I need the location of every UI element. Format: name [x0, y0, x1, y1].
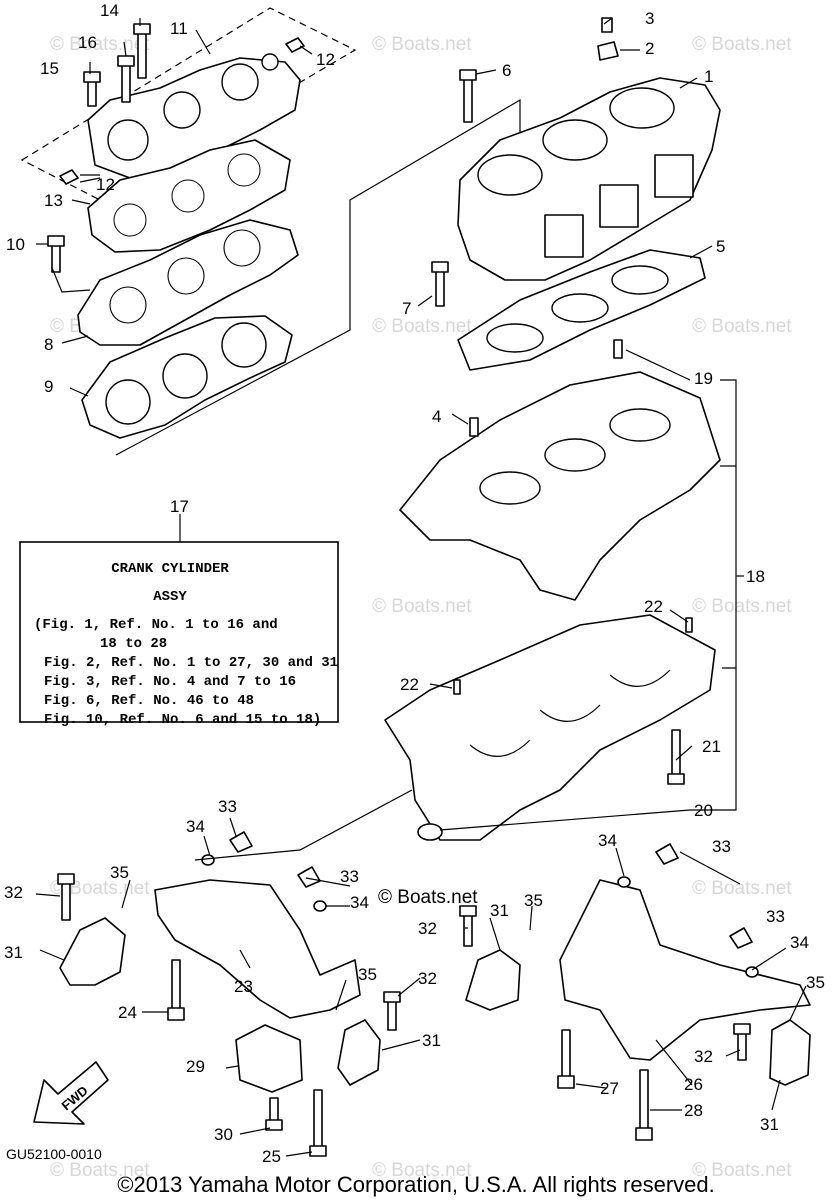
- assy-subtitle: ASSY: [153, 589, 187, 605]
- callout-label: 8: [44, 335, 53, 354]
- callout-label: 11: [170, 19, 188, 38]
- callout-label: 31: [4, 943, 23, 962]
- callout-label: 32: [4, 883, 23, 902]
- assy-line: (Fig. 1, Ref. No. 1 to 16 and: [34, 617, 278, 633]
- assy-title: CRANK CYLINDER: [111, 561, 229, 577]
- center-copyright: © Boats.net: [378, 887, 478, 908]
- callout-label: 9: [44, 377, 53, 396]
- callout-label: 1: [704, 67, 713, 86]
- callout-label: 22: [400, 675, 419, 694]
- callout-label: 35: [110, 863, 129, 882]
- callout-label: 22: [644, 597, 663, 616]
- callout-label: 26: [684, 1075, 703, 1094]
- callout-label: 23: [234, 977, 253, 996]
- callout-label: 18: [746, 567, 765, 586]
- callout-label: 32: [418, 969, 437, 988]
- front-engine-mount: [154, 879, 361, 1019]
- callout-label: 5: [716, 237, 725, 256]
- callout-label: 25: [262, 1147, 281, 1166]
- watermark: © Boats.net: [372, 316, 472, 337]
- watermark: © Boats.net: [692, 316, 792, 337]
- callout-label: 21: [702, 737, 721, 756]
- callout-label: 35: [524, 891, 543, 910]
- callout-label: 4: [432, 407, 441, 426]
- assy-line: Fig. 2, Ref. No. 1 to 27, 30 and 31: [44, 655, 338, 671]
- callout-label: 17: [170, 497, 189, 516]
- callout-label: 34: [350, 893, 369, 912]
- callout-label: 33: [712, 837, 731, 856]
- callout-label: 32: [694, 1047, 713, 1066]
- callout-label: 15: [40, 59, 59, 78]
- watermark: © Boats.net: [692, 34, 792, 55]
- callout-label: 35: [806, 973, 825, 992]
- cylinder-head: [77, 219, 299, 346]
- callout-label: 31: [422, 1031, 441, 1050]
- diagram-code: GU52100-0010: [6, 1146, 102, 1162]
- head-cover-gasket: [87, 139, 291, 253]
- callout-label: 19: [694, 369, 713, 388]
- watermark: © Boats.net: [372, 1160, 472, 1181]
- assy-line: Fig. 3, Ref. No. 4 and 7 to 16: [44, 674, 296, 690]
- assy-line: 18 to 28: [100, 636, 167, 652]
- callout-label: 27: [600, 1079, 619, 1098]
- callout-label: 16: [78, 33, 97, 52]
- watermark: © Boats.net: [692, 596, 792, 617]
- callout-label: 24: [118, 1003, 137, 1022]
- callout-label: 10: [6, 235, 25, 254]
- callout-label: 33: [340, 867, 359, 886]
- watermark: © Boats.net: [692, 878, 792, 899]
- rear-engine-mount: [559, 879, 811, 1061]
- callout-label: 3: [645, 9, 654, 28]
- callout-label: 7: [402, 299, 411, 318]
- callout-label: 2: [645, 39, 654, 58]
- callout-label: 34: [186, 817, 205, 836]
- callout-label: 28: [684, 1101, 703, 1120]
- callout-label: 6: [502, 61, 511, 80]
- cylinder-block: [457, 77, 721, 281]
- watermark: © Boats.net: [372, 596, 472, 617]
- assy-line: Fig. 10, Ref. No. 6 and 15 to 18): [44, 712, 321, 728]
- callout-label: 32: [418, 919, 437, 938]
- callout-label: 34: [790, 933, 809, 952]
- callout-label: 29: [186, 1057, 205, 1076]
- callout-label: 12: [316, 50, 335, 69]
- assy-info-box: CRANK CYLINDER ASSY (Fig. 1, Ref. No. 1 …: [19, 541, 339, 728]
- watermark: © Boats.net: [692, 1160, 792, 1181]
- lower-crankcase: [384, 614, 716, 841]
- callout-label: 14: [100, 1, 119, 20]
- watermark: © Boats.net: [372, 34, 472, 55]
- bolts-top-left: [47, 23, 151, 273]
- footer-copyright: ©2013 Yamaha Motor Corporation, U.S.A. A…: [117, 1172, 715, 1197]
- watermark: © Boats.net: [50, 34, 150, 55]
- callouts: 1 2 3 4 5 6 7 8 9 10 11 12 12 13 14 15 1…: [4, 1, 825, 1166]
- callout-label: 30: [214, 1125, 233, 1144]
- assy-line: Fig. 6, Ref. No. 46 to 48: [44, 693, 254, 709]
- callout-label: 33: [766, 907, 785, 926]
- callout-label: 31: [490, 901, 509, 920]
- callout-label: 33: [218, 797, 237, 816]
- callout-label: 31: [760, 1115, 779, 1134]
- callout-label: 34: [598, 831, 617, 850]
- callout-label: 13: [44, 191, 63, 210]
- mount-damper-29: [235, 1024, 303, 1093]
- watermark: © Boats.net: [50, 878, 150, 899]
- upper-crankcase: [399, 371, 721, 601]
- watermark: © Boats.net: [50, 1160, 150, 1181]
- callout-label: 20: [694, 801, 713, 820]
- fwd-arrow: FWD: [33, 1061, 109, 1125]
- leader-lines: [35, 17, 807, 1157]
- callout-label: 35: [358, 965, 377, 984]
- callout-label: 12: [96, 175, 115, 194]
